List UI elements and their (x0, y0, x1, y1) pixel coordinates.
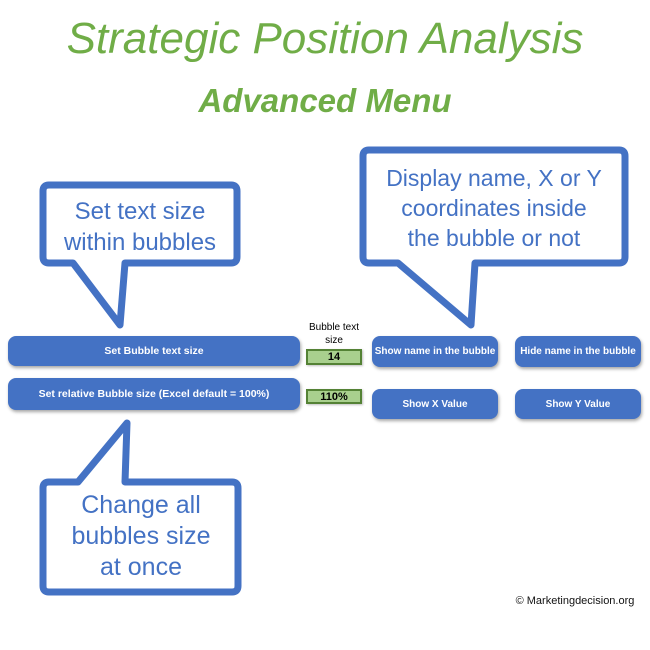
callout-line: Set text size (74, 198, 206, 225)
copyright-text: © Marketingdecision.org (515, 595, 635, 607)
relative-bubble-size-cell[interactable]: 110% (306, 389, 362, 404)
callout-line: at once (99, 553, 182, 581)
set-bubble-text-size-button[interactable]: Set Bubble text size (8, 336, 300, 366)
page-title: Strategic Position Analysis (66, 14, 584, 63)
callout-line: Change all (81, 491, 201, 519)
callout-line: within bubbles (63, 229, 217, 256)
callout-display-name: Display name, X or Y coordinates inside … (367, 163, 621, 253)
hide-name-button[interactable]: Hide name in the bubble (515, 336, 641, 367)
bubble-text-size-cell[interactable]: 14 (306, 349, 362, 365)
show-name-button[interactable]: Show name in the bubble (372, 336, 498, 367)
callout-line: coordinates inside (401, 195, 587, 221)
page-subtitle: Advanced Menu (198, 82, 452, 119)
callout-line: Display name, X or Y (386, 165, 602, 191)
callout-line: the bubble or not (407, 225, 581, 251)
set-relative-bubble-size-button[interactable]: Set relative Bubble size (Excel default … (8, 378, 300, 410)
bubble-text-size-label-line: size (325, 335, 343, 346)
callout-line: bubbles size (71, 522, 211, 550)
bubble-text-size-label: Bubble text size (304, 321, 364, 347)
callout-set-text-size: Set text size within bubbles (47, 196, 233, 258)
show-y-value-button[interactable]: Show Y Value (515, 389, 641, 419)
callout-change-size: Change all bubbles size at once (47, 490, 235, 583)
bubble-text-size-label-line: Bubble text (308, 322, 360, 333)
show-x-value-button[interactable]: Show X Value (372, 389, 498, 419)
